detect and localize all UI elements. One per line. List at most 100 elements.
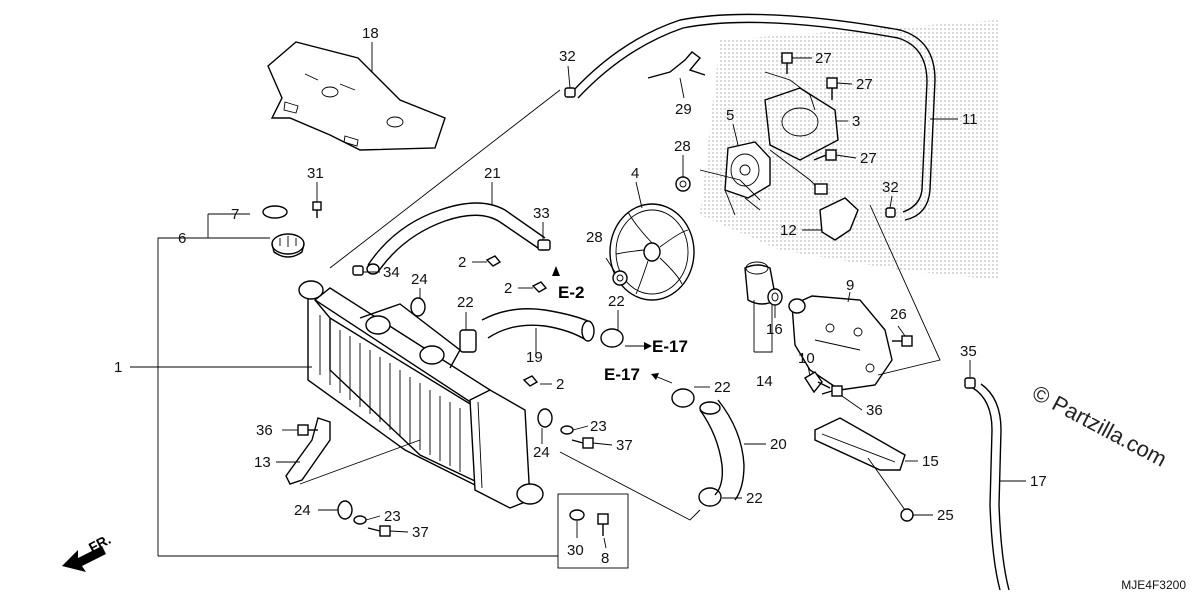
fan-motor-5[interactable] [724,141,771,199]
callout-2: 2 [458,254,466,271]
callout-23: 23 [590,418,607,435]
clamp-33[interactable] [537,239,551,251]
nut-28a[interactable] [675,176,691,192]
callout-24: 24 [533,444,550,461]
callout-2: 2 [556,376,564,393]
callout-35: 35 [960,343,977,360]
ref-e2[interactable]: E-2 [558,283,584,302]
callout-8: 8 [601,550,609,567]
o-ring-16[interactable] [767,288,783,306]
callout-33: 33 [533,205,550,222]
sensor-10[interactable] [804,371,831,394]
clip-2b[interactable] [531,281,548,293]
grommet-24b[interactable] [537,408,553,428]
hose-17[interactable] [972,383,1010,591]
cap-seal-7[interactable] [262,205,288,219]
bracket-12[interactable] [819,197,859,241]
clamp-22d[interactable] [698,487,722,507]
wire-clip-29[interactable] [647,51,706,79]
stay-13[interactable] [285,417,331,485]
callout-13: 13 [254,454,271,471]
callout-23: 23 [384,508,401,525]
kit-box [557,493,629,569]
callout-30: 30 [567,542,584,559]
washer-23a[interactable] [560,425,574,435]
callout-28: 28 [586,229,603,246]
front-direction-arrow: FR. [62,531,113,572]
callout-11: 11 [962,111,978,128]
callout-27: 27 [860,150,877,167]
callout-27: 27 [815,50,832,67]
fan-4[interactable] [609,203,695,301]
callout-15: 15 [922,453,939,470]
clamp-32a[interactable] [564,87,576,98]
callout-28: 28 [674,138,691,155]
callout-2: 2 [504,280,512,297]
bolt-31[interactable] [312,201,322,218]
callout-25: 25 [937,507,954,524]
bolt-26[interactable] [892,335,913,347]
callout-9: 9 [846,277,854,294]
callout-17: 17 [1030,473,1047,490]
callout-5: 5 [726,107,734,124]
callout-19: 19 [526,349,543,366]
callout-22: 22 [746,490,763,507]
ref-e17-lower[interactable]: E-17 [604,365,640,384]
e17-arrow-a [625,342,652,350]
callout-18: 18 [362,25,379,42]
clamp-22c[interactable] [671,388,695,408]
reservoir-9[interactable] [788,295,893,391]
clip-2c[interactable] [522,375,539,387]
washer-30[interactable] [569,509,585,521]
hose-21[interactable] [366,202,546,275]
e17-arrow-b [651,373,673,384]
hose-11[interactable] [571,13,936,221]
washer-23b[interactable] [353,515,367,525]
bolt-37a[interactable] [571,437,594,449]
nut-28b[interactable] [612,270,628,286]
nut-25[interactable] [900,508,914,522]
guard-plate-15[interactable] [814,417,906,471]
callout-10: 10 [798,350,815,367]
e2-arrow [552,266,560,276]
clamp-22b[interactable] [600,328,624,348]
ref-e17-upper[interactable]: E-17 [652,337,688,356]
callout-24: 24 [411,271,428,288]
callout-27: 27 [856,76,873,93]
radiator-cap-6[interactable] [271,233,305,258]
clamp-22a[interactable] [459,329,477,353]
bolt-37b[interactable] [367,525,391,537]
callout-32: 32 [882,179,899,196]
clip-2a[interactable] [485,255,502,267]
leader-lines [130,42,1026,557]
callout-22: 22 [608,293,625,310]
callout-12: 12 [780,222,797,239]
radiator-1[interactable] [298,280,544,509]
callout-20: 20 [770,436,787,453]
clamp-32b[interactable] [885,207,896,218]
callout-37: 37 [616,437,633,454]
callout-37: 37 [412,524,429,541]
callout-32: 32 [559,48,576,65]
callout-14: 14 [756,373,773,390]
callout-22: 22 [457,294,474,311]
callout-36: 36 [256,422,273,439]
clamp-34[interactable] [352,265,364,276]
clamp-35[interactable] [964,377,976,389]
radiator-fins [319,315,461,472]
hose-20[interactable] [699,399,745,501]
callout-22: 22 [714,379,731,396]
grommet-24c[interactable] [337,500,353,520]
shaded-background [700,20,1000,280]
diagram-code: MJE4F3200 [1121,578,1186,592]
hose-19[interactable] [481,308,595,342]
callout-3: 3 [852,113,860,130]
grommet-24a[interactable] [410,297,426,317]
callout-labels: 1 2 2 2 3 4 5 6 7 8 9 10 11 12 13 14 15 … [114,25,1047,567]
bolt-36a[interactable] [821,385,843,397]
bolt-8[interactable] [597,513,609,536]
callout-34: 34 [383,264,400,281]
callout-21: 21 [484,165,501,182]
heat-shield-18[interactable] [267,41,446,151]
